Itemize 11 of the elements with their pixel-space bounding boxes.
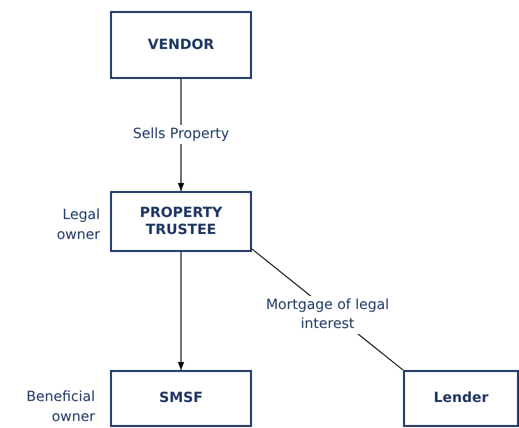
entity-name: VENDOR [148,36,214,54]
role-label: Beneficial owner [25,388,95,427]
entity-box [110,11,252,79]
role-label: Legal owner [56,206,100,245]
entity-box [110,370,252,427]
entity-name: PROPERTY TRUSTEE [138,204,224,238]
entity-name: Lender [434,390,488,407]
arrow [178,252,184,370]
entity-box [403,370,519,427]
entity-name: SMSF [159,390,203,407]
entity-box [110,191,252,252]
